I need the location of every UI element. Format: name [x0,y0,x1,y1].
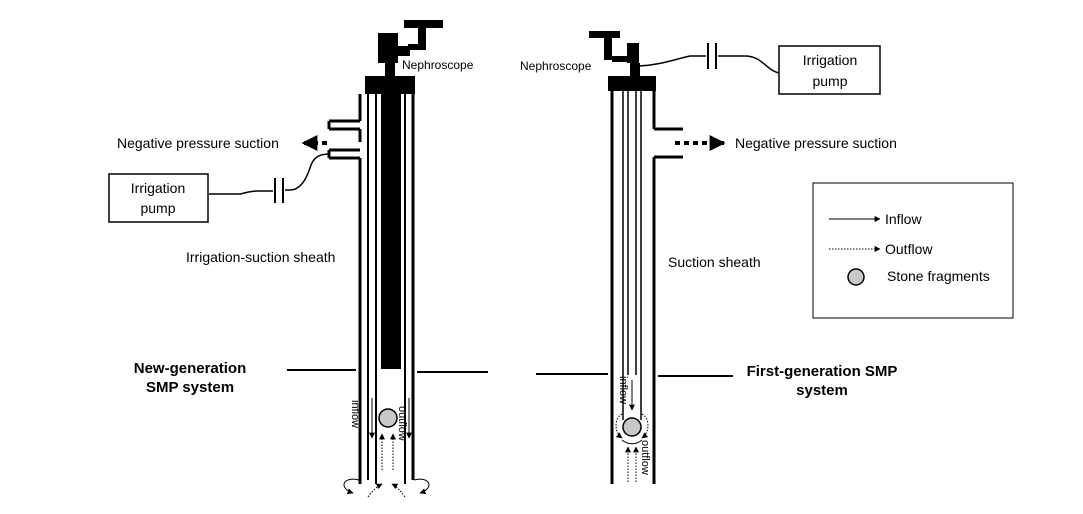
right-pump-tube [718,55,780,74]
left-suction-label: Negative pressure suction [117,135,279,151]
left-inflow-label: inflow [349,400,361,428]
legend-stone-icon [847,268,865,286]
left-outflow-label: outflow [396,406,408,441]
legend-inflow-label: Inflow [885,211,922,227]
left-irrigation-pump-box [108,173,209,223]
left-sheath-cap [365,76,415,94]
legend-outflow-label: Outflow [885,241,933,257]
left-tip-swirl-left [343,478,360,495]
right-suction-label: Negative pressure suction [735,135,897,151]
right-nephroscope [589,31,640,77]
right-nephroscope-label: Nephroscope [520,59,592,73]
left-system-label-line1: New-generation [134,360,247,377]
left-tip-outflow-b [391,483,406,498]
right-pump-label-line1: Irrigation [803,52,857,68]
right-pump-label-line2: pump [812,73,847,89]
new-generation-system: Nephroscope Negative pressure suction [108,20,488,498]
right-swirl-bottom [621,439,643,445]
left-sheath [327,94,415,484]
left-pump-tube [209,190,273,195]
right-irrigation-pump-box [778,45,881,95]
legend: Inflow Outflow Stone fragments [812,182,1014,319]
right-sheath-cap [608,76,656,91]
right-system-label-line2: system [796,382,848,399]
right-stone-fragment [622,417,642,437]
left-pump-label-line1: Irrigation [131,180,185,196]
legend-stone-label: Stone fragments [887,268,990,284]
right-system-label-line1: First-generation SMP [747,363,898,380]
left-pump-label-line2: pump [140,200,175,216]
left-irrigation-tube [285,153,330,191]
left-nephroscope [378,20,443,77]
right-sheath-label: Suction sheath [668,254,761,270]
left-tip-outflow-a [367,483,383,498]
right-outflow-label: outflow [639,440,651,475]
legend-box [812,182,1014,319]
left-system-label-line2: SMP system [146,379,234,396]
right-irrigation-tube [638,55,706,67]
left-stone-fragment [378,408,398,428]
right-swirl-right [641,413,649,439]
left-sheath-label: Irrigation-suction sheath [186,249,335,265]
right-inflow-label: inflow [617,376,629,404]
right-swirl-left [615,413,623,439]
left-tip-swirl-right [413,478,430,495]
left-nephroscope-label: Nephroscope [402,58,474,72]
left-nephroscope-rod [381,94,401,369]
right-sheath [610,91,683,484]
first-generation-system: Nephroscope Irrigation pump Negative pre… [520,31,897,484]
